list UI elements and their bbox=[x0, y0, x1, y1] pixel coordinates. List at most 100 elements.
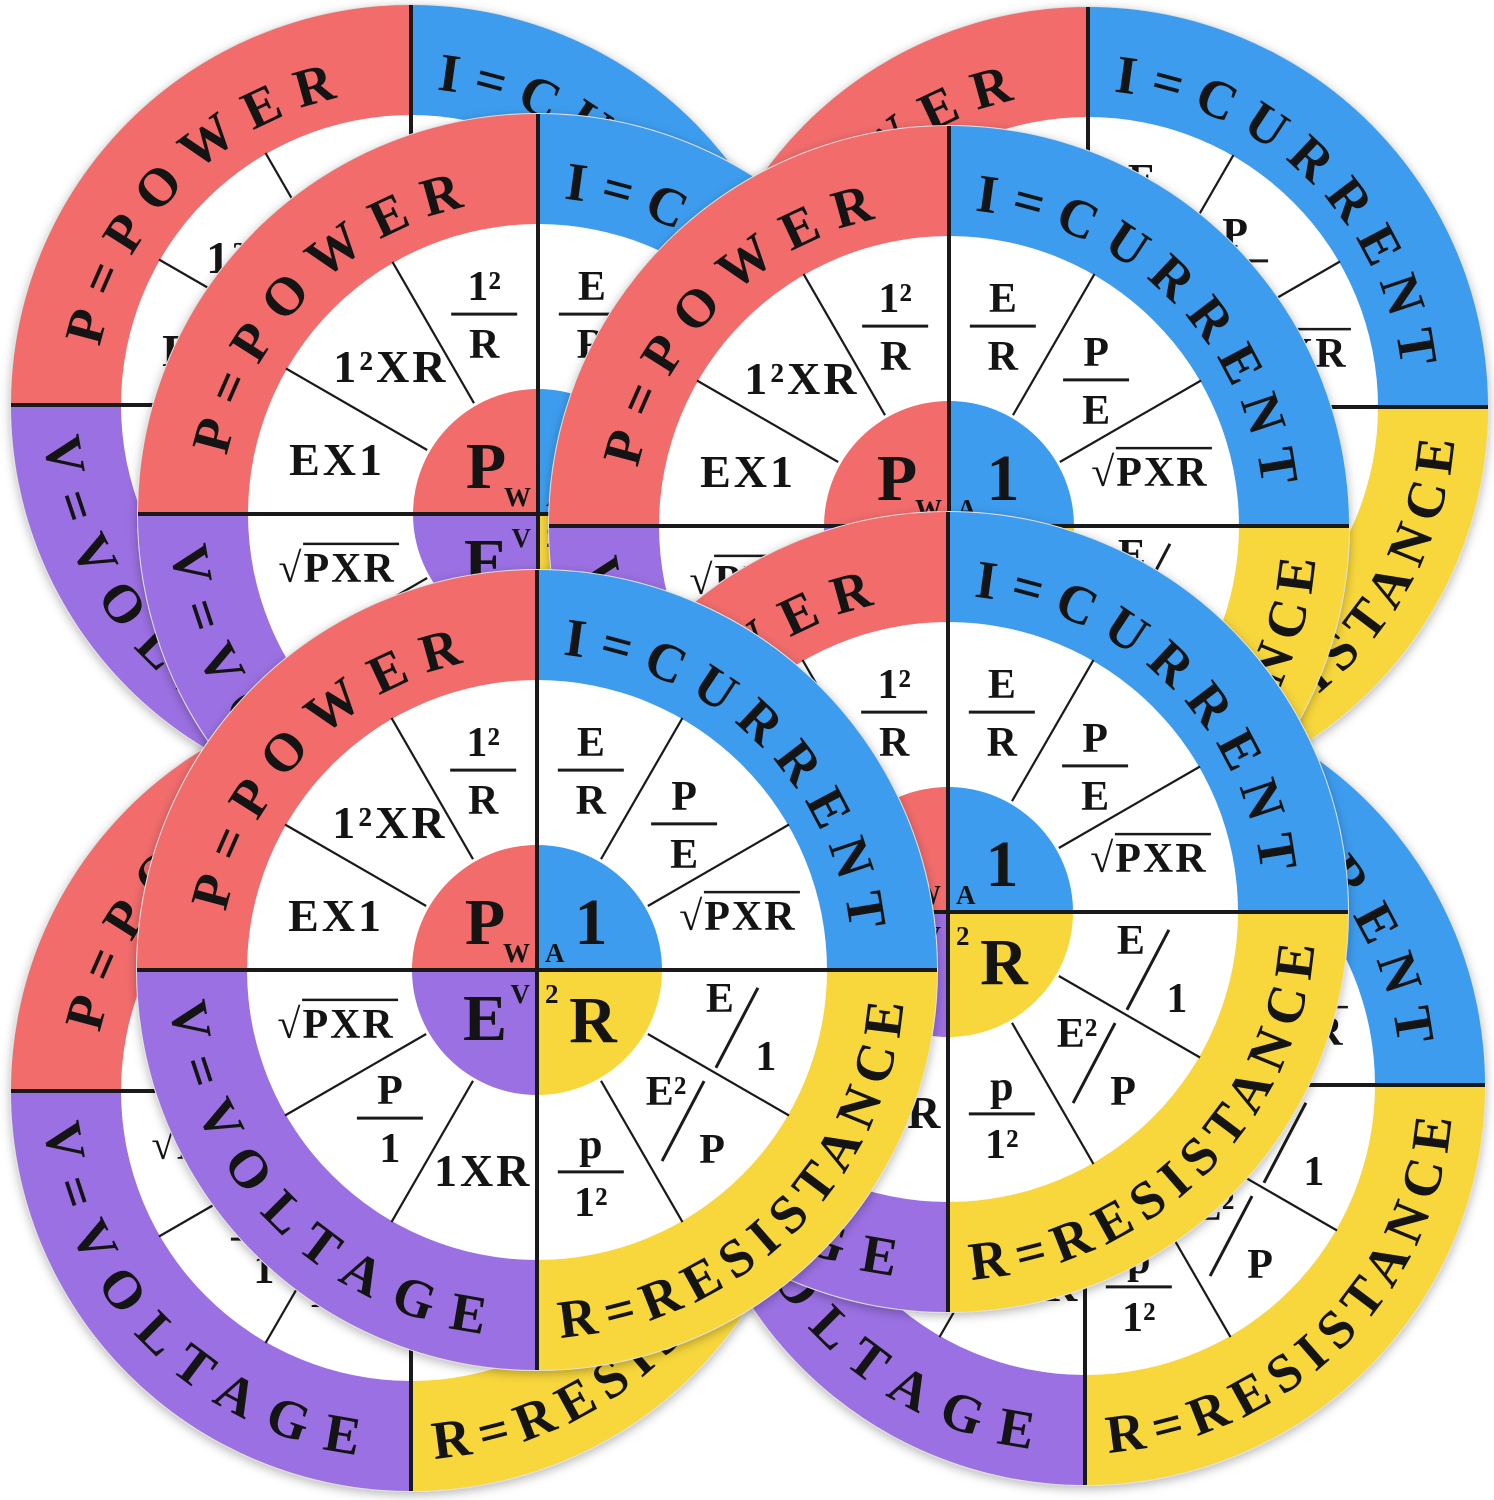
svg-text:1²: 1² bbox=[1122, 1295, 1156, 1341]
formula-p/1²: p1² bbox=[557, 1122, 624, 1226]
center-letter-power: P bbox=[877, 442, 917, 515]
sector-divider bbox=[647, 823, 790, 907]
svg-text:P: P bbox=[1110, 1069, 1136, 1115]
svg-text:1²: 1² bbox=[467, 264, 501, 310]
center-letter-current: 1 bbox=[987, 442, 1020, 515]
sector-divider bbox=[600, 1080, 684, 1223]
formula-sqrt-PXR: √PXR bbox=[1091, 446, 1212, 496]
unit-letter-current: A bbox=[545, 938, 565, 968]
svg-text:E: E bbox=[1081, 774, 1109, 820]
hub-current bbox=[537, 845, 662, 970]
svg-text:1: 1 bbox=[379, 1126, 400, 1172]
svg-text:E: E bbox=[988, 662, 1016, 708]
formula-E²/P: E² P bbox=[646, 1069, 725, 1173]
sector-divider bbox=[1011, 1022, 1095, 1165]
band-power bbox=[137, 570, 537, 970]
unit-letter-voltage: V bbox=[512, 523, 532, 553]
sector-divider bbox=[696, 379, 839, 463]
hub-current bbox=[948, 787, 1073, 912]
svg-text:√PXR: √PXR bbox=[277, 1002, 394, 1048]
svg-text:P: P bbox=[377, 1068, 403, 1114]
svg-text:√PXR: √PXR bbox=[1091, 450, 1208, 496]
formula-1²/R: 1² R bbox=[861, 662, 928, 766]
formula-E/R: ER bbox=[557, 720, 624, 824]
center-letter-power: P bbox=[465, 886, 505, 959]
svg-text:P: P bbox=[699, 1127, 725, 1173]
hub-power bbox=[412, 845, 537, 970]
svg-text:R: R bbox=[469, 322, 500, 368]
unit-letter-resistance: 2 bbox=[545, 979, 559, 1009]
svg-text:P: P bbox=[1247, 1242, 1273, 1288]
sector-divider bbox=[600, 717, 684, 860]
formula-E/1: E1 bbox=[1117, 918, 1188, 1022]
unit-letter-voltage: V bbox=[511, 979, 531, 1009]
svg-text:√PXR: √PXR bbox=[278, 546, 395, 592]
sector-divider bbox=[390, 1080, 474, 1223]
formula-EX1: EX1 bbox=[700, 446, 796, 497]
svg-text:P: P bbox=[671, 774, 697, 820]
svg-text:R: R bbox=[468, 778, 499, 824]
band-power bbox=[138, 114, 538, 514]
sector-divider bbox=[802, 273, 886, 416]
center-letter-voltage: E bbox=[463, 982, 507, 1055]
band-current bbox=[537, 570, 937, 970]
svg-text:p: p bbox=[579, 1122, 602, 1168]
sector-divider bbox=[647, 1033, 790, 1117]
formula-1²/R: 1²R bbox=[862, 276, 929, 380]
svg-text:√PXR: √PXR bbox=[679, 894, 796, 940]
band-voltage bbox=[11, 1091, 411, 1491]
svg-text:R: R bbox=[988, 334, 1019, 380]
band-voltage bbox=[137, 970, 537, 1370]
formula-P/E: PE bbox=[1063, 330, 1130, 434]
formula-1²/R: 1² R bbox=[451, 264, 518, 368]
svg-text:E: E bbox=[706, 976, 734, 1022]
svg-text:1²: 1² bbox=[878, 276, 912, 322]
svg-text:1: 1 bbox=[1166, 976, 1187, 1022]
unit-letter-current: A bbox=[956, 880, 976, 910]
band-power bbox=[11, 5, 411, 405]
formula-1XR: 1XR bbox=[434, 1145, 532, 1196]
formula-E/1: E1 bbox=[706, 976, 777, 1080]
svg-text:E: E bbox=[989, 276, 1017, 322]
formula-p/1²: p1² bbox=[968, 1064, 1035, 1168]
svg-text:E: E bbox=[1117, 918, 1145, 964]
sector-divider bbox=[1059, 379, 1202, 463]
svg-text:1: 1 bbox=[755, 1034, 776, 1080]
svg-text:E: E bbox=[670, 832, 698, 878]
hub-voltage bbox=[412, 970, 537, 1095]
hub-power bbox=[824, 401, 949, 526]
band-current bbox=[948, 512, 1348, 912]
svg-text:1²: 1² bbox=[985, 1122, 1019, 1168]
svg-text:R: R bbox=[879, 720, 910, 766]
svg-text:E²: E² bbox=[646, 1069, 687, 1115]
formula-EX1: EX1 bbox=[288, 890, 384, 941]
svg-text:√PXR: √PXR bbox=[1090, 836, 1207, 882]
hub-current bbox=[949, 401, 1074, 526]
formula-1²XR: 1²XR bbox=[332, 797, 447, 848]
sector-divider bbox=[1012, 273, 1096, 416]
sector-divider bbox=[284, 1033, 427, 1117]
center-letter-current: 1 bbox=[986, 828, 1019, 901]
hub-resistance bbox=[537, 970, 662, 1095]
svg-text:E: E bbox=[577, 720, 605, 766]
sector-divider bbox=[1058, 765, 1201, 849]
unit-letter-resistance: 2 bbox=[956, 921, 970, 951]
formula-P/E: PE bbox=[1062, 716, 1129, 820]
unit-letter-power: W bbox=[504, 482, 531, 512]
formula-P/1: P1 bbox=[356, 1068, 423, 1172]
svg-text:1²: 1² bbox=[877, 662, 911, 708]
hub-resistance bbox=[948, 912, 1073, 1037]
formula-sqrt-PXR: √PXR bbox=[277, 998, 399, 1048]
svg-text:E²: E² bbox=[1057, 1011, 1098, 1057]
sector-divider bbox=[1011, 659, 1095, 802]
band-resistance bbox=[1085, 1085, 1485, 1485]
svg-text:R: R bbox=[987, 720, 1018, 766]
formula-P/E: PE bbox=[651, 774, 718, 878]
svg-text:E: E bbox=[1082, 388, 1110, 434]
formula-E/R: ER bbox=[968, 662, 1035, 766]
center-letter-current: 1 bbox=[575, 886, 608, 959]
formula-E/R: ER bbox=[969, 276, 1036, 380]
